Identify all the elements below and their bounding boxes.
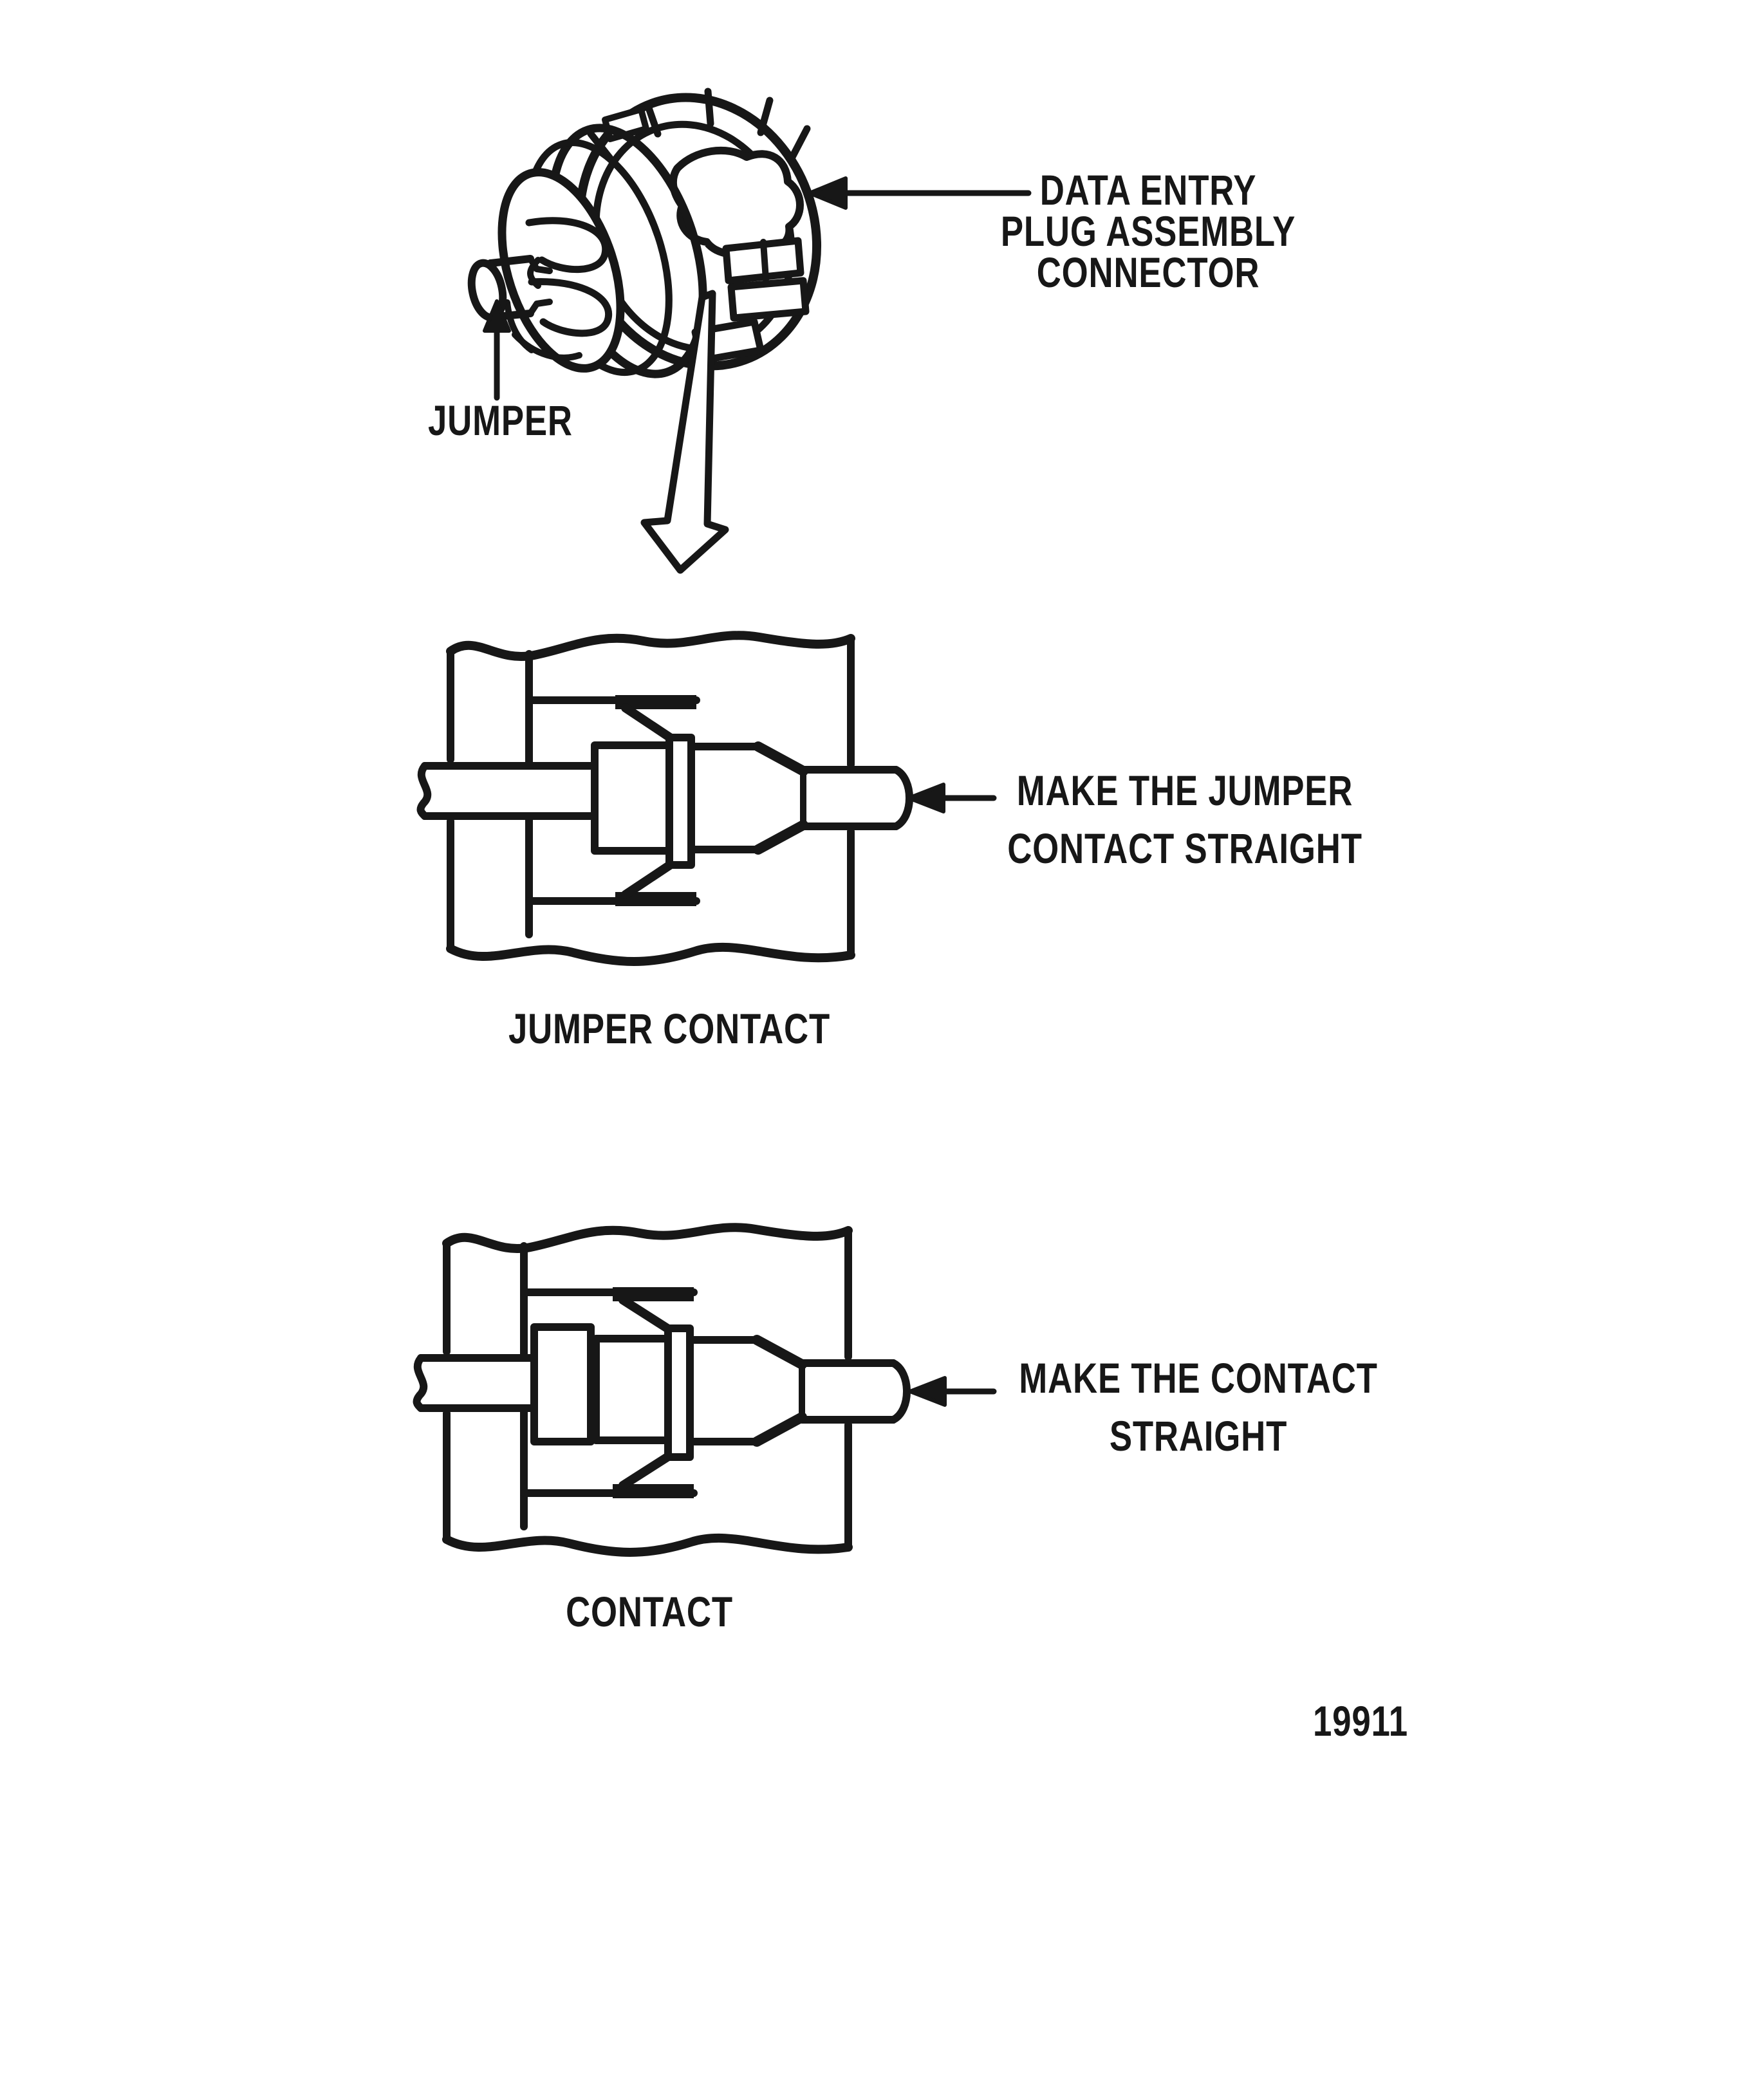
data-entry-line-2: PLUG ASSEMBLY <box>1000 207 1296 255</box>
make-jumper-line-1: MAKE THE JUMPER <box>1016 767 1353 814</box>
figure-number: 19911 <box>1313 1697 1408 1745</box>
contact-caption: CONTACT <box>566 1588 733 1635</box>
make-jumper-callout-label: MAKE THE JUMPER CONTACT STRAIGHT <box>1005 761 1365 877</box>
connector-callout-arrow-icon <box>808 176 1032 210</box>
data-entry-callout-label: DATA ENTRY PLUG ASSEMBLY CONNECTOR <box>968 169 1328 293</box>
down-arrow-icon <box>640 290 729 574</box>
make-contact-callout-arrow-icon <box>908 1376 997 1407</box>
data-entry-line-1: DATA ENTRY <box>1039 166 1257 214</box>
data-entry-line-3: CONNECTOR <box>1036 248 1260 296</box>
jumper-callout-arrow-icon <box>483 299 511 401</box>
make-contact-line-1: MAKE THE CONTACT <box>1019 1354 1378 1402</box>
jumper-contact-diagram <box>416 631 913 966</box>
make-jumper-callout-arrow-icon <box>907 783 997 813</box>
connector-illustration <box>467 88 822 378</box>
jumper-contact-caption: JUMPER CONTACT <box>508 1005 831 1052</box>
make-contact-callout-label: MAKE THE CONTACT STRAIGHT <box>1018 1349 1379 1465</box>
make-contact-line-2: STRAIGHT <box>1109 1412 1288 1460</box>
contact-diagram <box>413 1223 911 1557</box>
jumper-callout-label: JUMPER <box>428 396 573 444</box>
make-jumper-line-2: CONTACT STRAIGHT <box>1007 824 1362 872</box>
